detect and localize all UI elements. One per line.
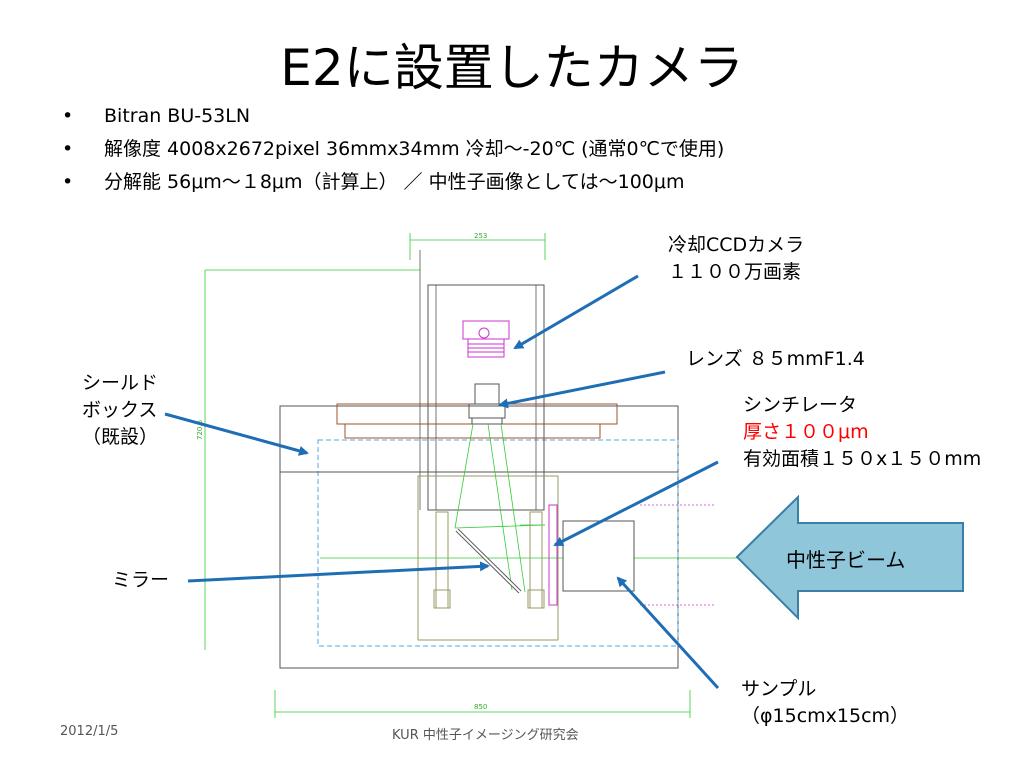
spec-list: •Bitran BU-53LN •解像度 4008x2672pixel 36mm… [62, 100, 724, 199]
footer-event: KUR 中性子イメージング研究会 [392, 728, 579, 743]
optical-path [320, 423, 760, 593]
shield-pointer [164, 412, 309, 456]
mirror-label: ミラー [112, 569, 170, 591]
dimension-bottom: 850 [474, 703, 487, 711]
spec-item: •分解能 56μm〜１8μm（計算上） ／ 中性子画像としては〜100μm [62, 166, 724, 199]
sample-pointer [616, 576, 720, 690]
spec-item: •Bitran BU-53LN [62, 100, 724, 133]
mirror-pointer [187, 561, 490, 583]
neutron-beam-label: 中性子ビーム [786, 548, 906, 572]
dimension-top: 253 [474, 232, 487, 240]
dimension-lines [204, 233, 691, 718]
ccd-camera-icon [462, 320, 510, 358]
footer-date: 2012/1/5 [60, 724, 119, 739]
shield-box-label: シールド ボックス （既設） [82, 372, 159, 448]
platform [336, 403, 618, 425]
mirror-frame [417, 475, 559, 641]
bullet-icon: • [62, 105, 74, 127]
scintillator-pointer [553, 460, 719, 547]
sample-label: サンプル （φ15cmx15cm） [741, 678, 910, 727]
camera-pointer [513, 274, 639, 350]
lens-pointer [498, 370, 666, 409]
bullet-icon: • [62, 171, 74, 193]
neutron-beam-arrow [735, 494, 964, 621]
sample-box [562, 520, 635, 592]
camera-label: 冷却CCDカメラ １１００万画素 [668, 234, 805, 283]
scintillator [548, 504, 558, 606]
shield-box-inner [317, 439, 679, 647]
dimension-height: 720.6 [196, 419, 204, 440]
beam-guides [640, 504, 715, 606]
spec-item: •解像度 4008x2672pixel 36mmx34mm 冷却〜-20℃ (通… [62, 133, 724, 166]
bullet-icon: • [62, 138, 74, 160]
lens-label: レンズ ８５mmF1.4 [686, 348, 865, 370]
lens-icon [468, 383, 506, 425]
callout-arrows [164, 274, 720, 690]
scintillator-label: シンチレータ 厚さ１００μm 有効面積１５０x１５０mm [743, 394, 982, 470]
slide-title: E2に設置したカメラ [280, 39, 744, 97]
